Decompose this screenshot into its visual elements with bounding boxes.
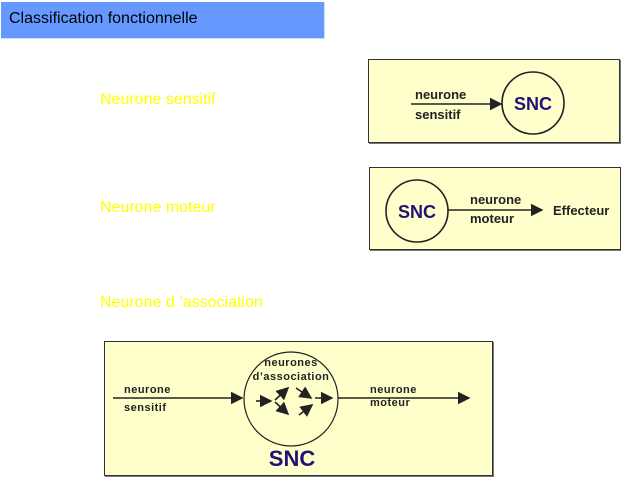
snc-label: SNC (269, 446, 316, 471)
label-neurone-sensitif: Neurone sensitif (100, 91, 216, 108)
diagram-sensitif: neurone sensitif SNC (368, 59, 620, 143)
snc-label: SNC (514, 94, 552, 114)
label-neurone-association: Neurone d ’association (100, 294, 263, 311)
text-sensitif: sensitif (415, 107, 461, 122)
text-effecteur: Effecteur (553, 203, 609, 218)
title-bar: Classification fonctionnelle (1, 2, 325, 39)
text-neurone: neurone (415, 87, 466, 102)
diagram-moteur: SNC neurone moteur Effecteur (369, 167, 621, 250)
snc-circle (501, 71, 565, 135)
snc-circle (385, 179, 449, 243)
arrow-internal-down-right (298, 404, 314, 417)
page-title: Classification fonctionnelle (9, 10, 198, 27)
text-neurone: neurone (470, 192, 521, 207)
label-neurone-moteur: Neurone moteur (100, 199, 216, 216)
arrow-internal-up-right (295, 386, 313, 399)
text-moteur: moteur (470, 211, 514, 226)
text-neurones: neurones (264, 357, 318, 369)
text-sensitif: sensitif (124, 402, 167, 414)
text-association: d’association (253, 371, 330, 383)
text-neurone-in: neurone (124, 384, 171, 396)
diagram-association: neurone sensitif neurones d’association … (104, 341, 493, 476)
snc-circle (243, 351, 339, 447)
arrow-internal-down (274, 401, 290, 416)
snc-label: SNC (398, 202, 436, 222)
text-neurone-out: neurone (370, 384, 417, 396)
arrow-internal-up (274, 386, 290, 401)
text-moteur: moteur (370, 397, 411, 409)
